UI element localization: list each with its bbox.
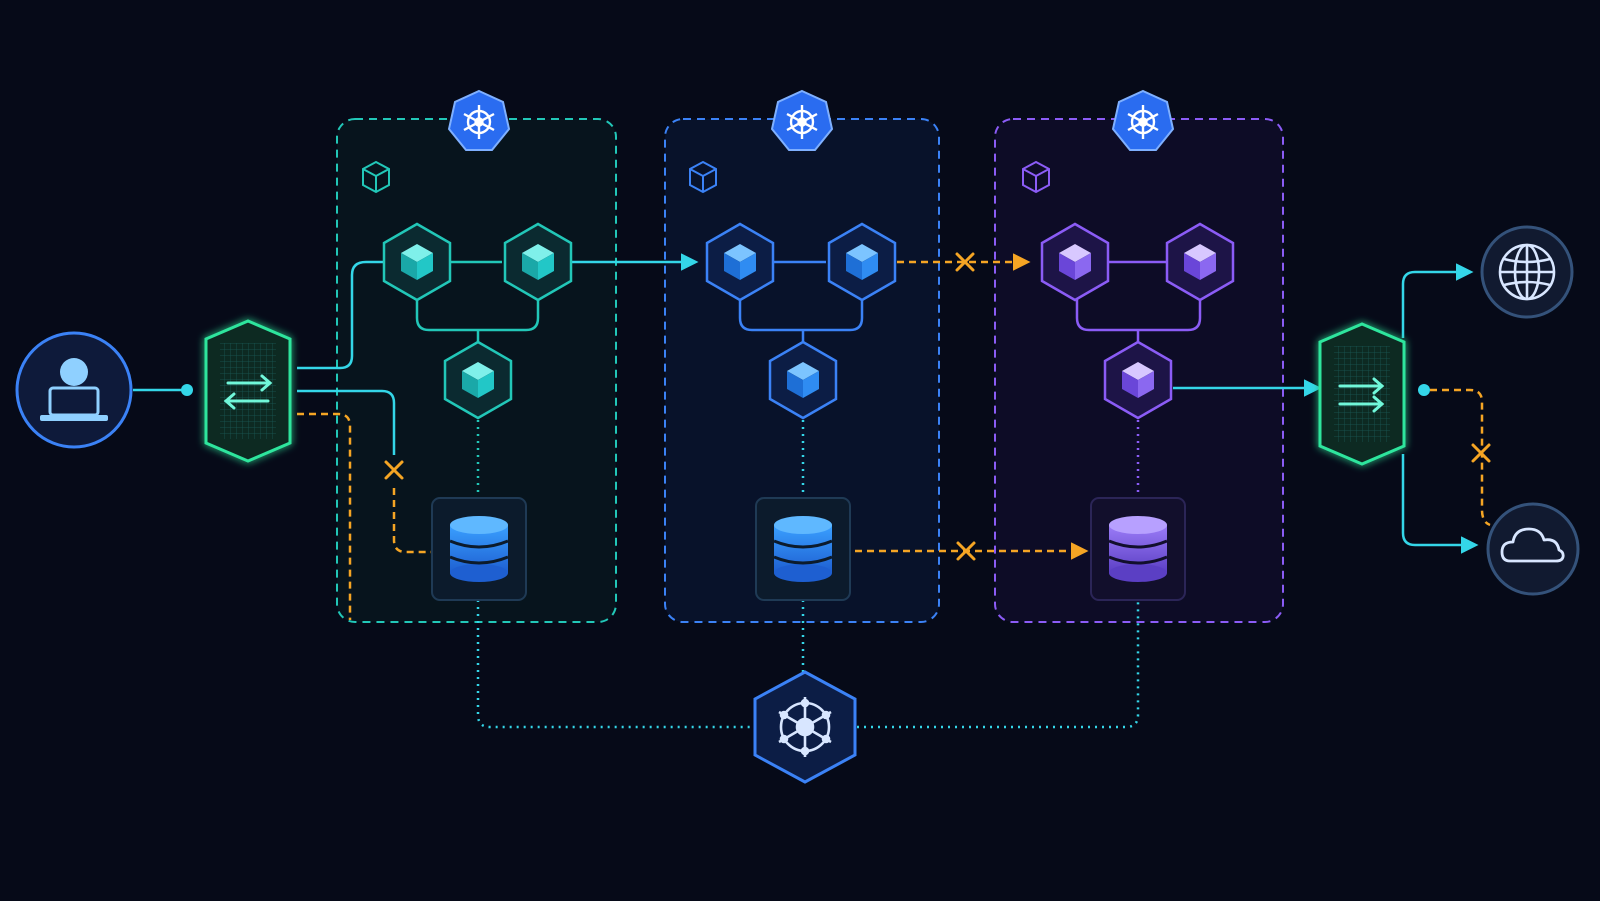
network-gateway-icon (1338, 377, 1385, 413)
cube-icon (1122, 362, 1154, 398)
cloud-node[interactable] (1486, 502, 1580, 596)
blocked-x-marker (384, 460, 404, 480)
gateway-to-db-solid-line (297, 389, 396, 455)
database-icon (1108, 516, 1168, 582)
cluster-3-service-b[interactable] (1165, 222, 1235, 302)
user-laptop-icon (40, 358, 108, 421)
cluster-3-kubernetes-badge (1111, 89, 1175, 151)
gateway-to-db-blocked-line (392, 488, 432, 554)
egress-gateway[interactable] (1318, 322, 1406, 466)
cube-icon (846, 244, 878, 280)
cube-icon (522, 244, 554, 280)
cube-outline-icon (1022, 160, 1050, 194)
cluster-2-database[interactable] (755, 497, 851, 601)
kubernetes-helm-icon (463, 105, 495, 139)
cluster-3-internal-links (1075, 260, 1202, 342)
egress-blocked-link (1418, 384, 1491, 527)
cube-icon (787, 362, 819, 398)
cube-outline-icon (362, 160, 390, 194)
cluster-1-internal-links (415, 260, 540, 342)
cluster-3-database[interactable] (1090, 497, 1186, 601)
cube-outline-icon (689, 160, 717, 194)
cluster-2-service-a[interactable] (705, 222, 775, 302)
cube-icon (1059, 244, 1091, 280)
egress-to-cloud-line (1401, 454, 1479, 554)
cluster-1-service-b[interactable] (503, 222, 573, 302)
cluster-1-kubernetes-badge (447, 89, 511, 151)
internet-node[interactable] (1480, 225, 1574, 319)
network-gateway-icon (223, 374, 273, 410)
blocked-x-marker (955, 252, 975, 272)
cluster-3-service-c[interactable] (1103, 340, 1173, 420)
control-plane-node[interactable] (753, 670, 857, 784)
cluster-1-service-a[interactable] (382, 222, 452, 302)
database-icon (449, 516, 509, 582)
gateway-to-service-line (297, 260, 383, 370)
cluster-2-kubernetes-badge (770, 89, 834, 151)
cube-icon (1184, 244, 1216, 280)
globe-icon (1498, 243, 1556, 301)
cube-icon (724, 244, 756, 280)
cloud-icon (1500, 527, 1565, 563)
helm-wheel-icon (778, 697, 832, 757)
user-to-gateway-line (133, 384, 193, 396)
control-plane-links (476, 600, 1140, 729)
cluster-2-service-c[interactable] (768, 340, 838, 420)
ingress-gateway[interactable] (204, 319, 292, 463)
cluster-1-service-c[interactable] (443, 340, 513, 420)
cube-icon (401, 244, 433, 280)
user-node[interactable] (15, 331, 133, 449)
cluster-3-service-a[interactable] (1040, 222, 1110, 302)
gateway-bypass-dashed-line (297, 412, 352, 620)
blocked-x-marker (956, 541, 976, 561)
cluster-2-internal-links (738, 260, 864, 342)
cluster-1-database[interactable] (431, 497, 527, 601)
kubernetes-helm-icon (786, 105, 818, 139)
database-icon (773, 516, 833, 582)
cube-icon (462, 362, 494, 398)
egress-to-internet-line (1401, 263, 1474, 338)
kubernetes-helm-icon (1127, 105, 1159, 139)
cluster-2-service-b[interactable] (827, 222, 897, 302)
